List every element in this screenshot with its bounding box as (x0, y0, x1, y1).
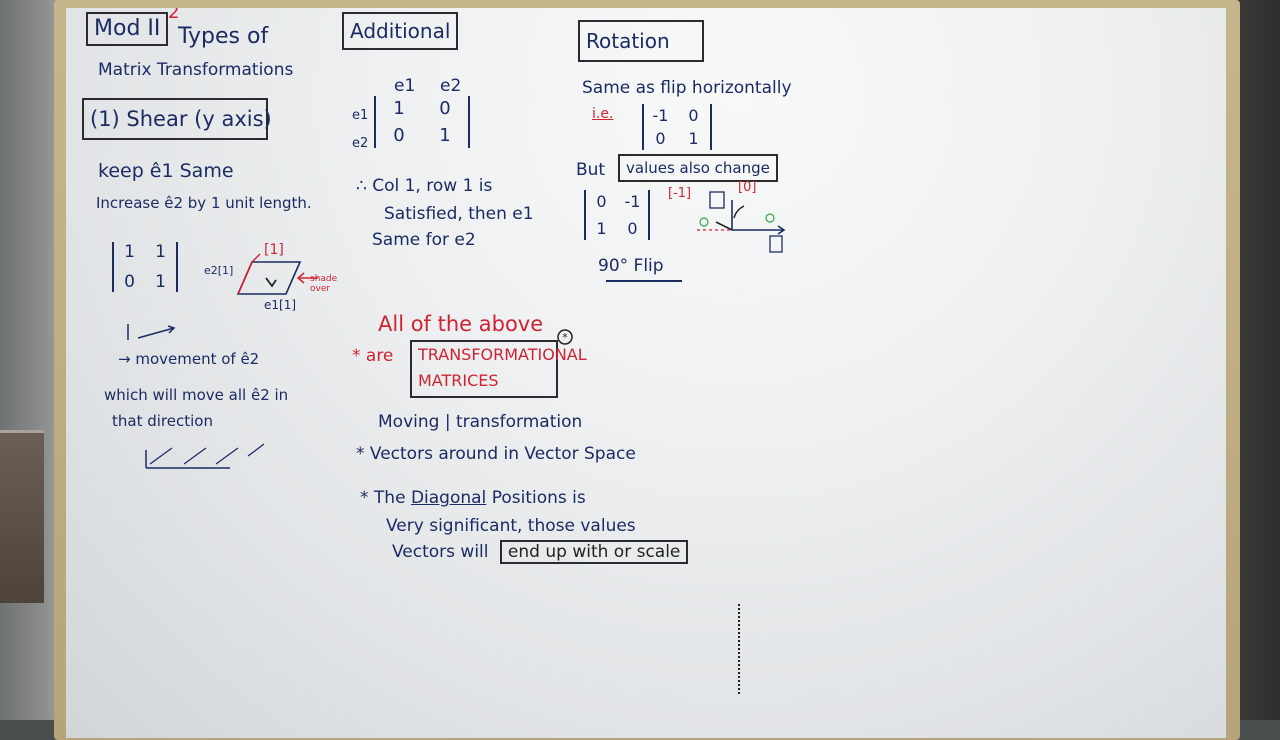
but-label: But (576, 160, 606, 180)
moving-line: Moving | transformation (378, 412, 583, 432)
matrix-cell: 1 (688, 129, 699, 148)
satisfied-line: Satisfied, then e1 (384, 204, 534, 224)
end-up-box: end up with or scale (499, 540, 689, 564)
diagonal-line-2: Very significant, those values (386, 516, 636, 536)
are-label: * are (352, 346, 394, 366)
matrix-cell: 1 (155, 272, 166, 292)
keep-note: keep ê1 Same (98, 160, 234, 182)
flip-matrix: -1 0 0 1 (642, 104, 712, 150)
identity-matrix: 1 0 0 1 (374, 96, 470, 148)
shear-diagram (236, 253, 302, 295)
matrix-cell: 0 (393, 125, 405, 146)
matrix-cell: 0 (627, 219, 638, 238)
values-box: values also change (618, 154, 778, 182)
shear-diagram-e2-label: e2[1] (204, 264, 234, 277)
shear-diagram-note: shade over (310, 274, 338, 294)
shear-diagram-e1-label: e1[1] (264, 298, 297, 312)
shelf (0, 430, 44, 603)
red-vector-a: [-1] (668, 186, 692, 201)
diagonal-suffix: Positions is (491, 488, 586, 508)
which-line-2: that direction (112, 412, 213, 430)
col1-row1-line: ∴ Col 1, row 1 is (356, 176, 493, 196)
vectors-will: Vectors will (392, 542, 489, 562)
matrix-cell: 0 (596, 192, 607, 211)
red-vector-b: [0] (738, 180, 757, 195)
additional-title-box: Additional (342, 12, 459, 50)
col-header-e1: e1 (394, 76, 416, 96)
topic-line-1: Types of (178, 24, 269, 49)
matrix-cell: 1 (393, 98, 405, 119)
section-box: (1) Shear (y axis) (82, 98, 272, 140)
marker-dots (738, 604, 742, 694)
matrix-cell: 0 (439, 98, 451, 119)
matrix-cell: -1 (652, 106, 669, 125)
rotation-diagram (696, 191, 786, 253)
red-arrow (296, 272, 318, 284)
matrix-cell: -1 (624, 192, 641, 211)
same-for-line: Same for e2 (372, 230, 476, 250)
small-vector-sketch (127, 324, 176, 340)
matrix-cell: 0 (124, 272, 135, 292)
module-box: Mod II (86, 12, 169, 46)
matrix-cell: 0 (688, 106, 699, 125)
direction-sketch (145, 443, 265, 469)
all-of-the-above: All of the above (378, 312, 544, 336)
diagonal-underlined: Diagonal (410, 488, 487, 508)
matrix-cell: 1 (124, 242, 135, 262)
module-superscript: 2 (168, 8, 180, 23)
matrix-cell: 1 (439, 125, 451, 146)
topic-line-2: Matrix Transformations (98, 60, 294, 80)
rotation-title-box: Rotation (578, 20, 704, 62)
diagonal-line-1: * The Diagonal Positions is (360, 488, 586, 508)
matrix-cell: 1 (596, 219, 607, 238)
flip-90-label: 90° Flip (598, 256, 664, 276)
flip-line: Same as flip horizontally (582, 78, 792, 98)
diagonal-prefix: * The (360, 488, 406, 508)
row-header-e2: e2 (352, 136, 369, 151)
matrix-cell: 0 (655, 129, 666, 148)
increase-note: Increase ê2 by 1 unit length. (96, 194, 312, 212)
which-line-1: which will move all ê2 in (104, 386, 289, 404)
whiteboard: Mod II 2 Types of Matrix Transformations… (66, 8, 1226, 738)
transformational-matrices-box: TRANSFORMATIONAL MATRICES (410, 340, 587, 398)
col-header-e2: e2 (440, 76, 462, 96)
ie-label: i.e. (592, 106, 614, 122)
diagonal-line-3: Vectors will end up with or scale (392, 540, 689, 564)
matrix-cell: 1 (155, 242, 166, 262)
rotation-matrix: 0 -1 1 0 (584, 190, 650, 240)
transform-box-line-1: TRANSFORMATIONAL (418, 345, 587, 364)
wall-left (0, 0, 60, 720)
svg-text:*: * (562, 331, 568, 344)
row-header-e1: e1 (352, 108, 369, 123)
shear-matrix: 1 1 0 1 (112, 242, 178, 292)
star-mark: * (557, 329, 573, 345)
transform-box-line-2: MATRICES (418, 371, 499, 390)
movement-line: → movement of ê2 (118, 350, 260, 368)
shear-diagram-red-label: [1] (264, 242, 284, 258)
flip-underline (606, 280, 682, 282)
vectors-line: * Vectors around in Vector Space (356, 444, 636, 464)
